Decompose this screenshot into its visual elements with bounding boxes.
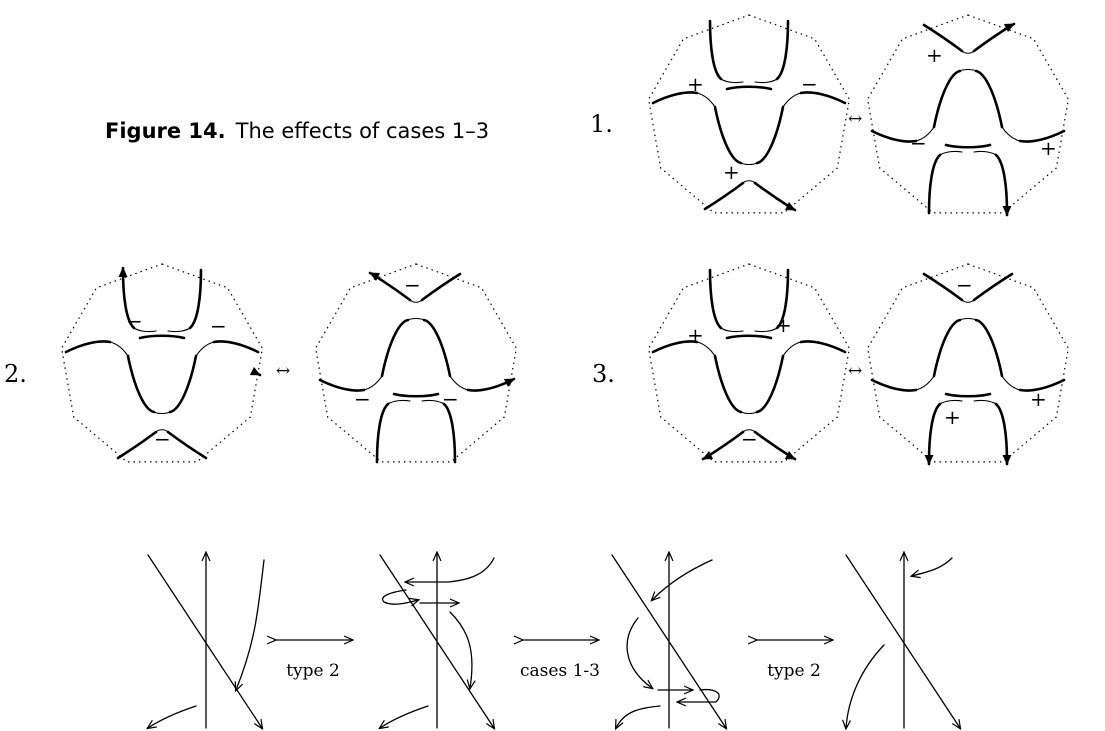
panel-2-left-diagram: − − −: [60, 263, 263, 463]
sign: +: [1030, 387, 1047, 411]
sign: +: [723, 160, 740, 184]
sign: −: [910, 131, 927, 155]
sign: +: [775, 313, 792, 337]
sign: −: [354, 387, 371, 411]
figure-description: The effects of cases 1–3: [235, 119, 489, 143]
panel-1: 1. + − + ↔ + − +: [590, 14, 1070, 217]
panel-1-right-diagram: + − +: [866, 14, 1070, 217]
bottom-diagram-1: [148, 553, 265, 728]
bottom-diagram-4: [846, 553, 960, 728]
sign: −: [442, 387, 459, 411]
bottom-diagram-2: [380, 553, 494, 728]
sign: −: [801, 72, 818, 96]
sign: −: [741, 427, 758, 451]
panel-3-left-diagram: + + −: [647, 263, 851, 463]
sign: +: [1040, 136, 1057, 160]
sign: −: [404, 273, 421, 297]
sign: −: [956, 273, 973, 297]
equivalence-symbol: ↔: [276, 361, 290, 381]
move-2: cases 1-3: [520, 640, 600, 681]
bottom-sequence: type 2 cases 1-3 type: [148, 553, 960, 728]
panel-1-left-diagram: + − +: [647, 14, 851, 214]
panel-2: 2. − − − ↔ − − −: [4, 263, 518, 464]
move-3: type 2: [756, 640, 832, 681]
panel-2-right-diagram: − − −: [315, 263, 518, 464]
sign: −: [126, 309, 143, 333]
panel-3: 3. + + − ↔ − + +: [592, 263, 1070, 466]
move-label: type 2: [767, 661, 821, 681]
sign: +: [687, 323, 704, 347]
sign: +: [926, 43, 943, 67]
sign: +: [687, 72, 704, 96]
panel-3-number: 3.: [592, 360, 615, 388]
figure-title: Figure 14.: [105, 119, 226, 143]
sign: +: [944, 405, 961, 429]
figure-caption: Figure 14. The effects of cases 1–3: [105, 119, 489, 143]
move-label: cases 1-3: [520, 661, 600, 681]
panel-1-number: 1.: [590, 110, 613, 138]
equivalence-symbol: ↔: [848, 361, 862, 381]
panel-2-number: 2.: [4, 360, 27, 388]
panel-3-right-diagram: − + +: [866, 263, 1070, 466]
sign: −: [154, 427, 171, 451]
move-label: type 2: [286, 661, 340, 681]
sign: −: [210, 314, 227, 338]
bottom-diagram-3: [611, 553, 726, 728]
equivalence-symbol: ↔: [848, 109, 862, 129]
move-1: type 2: [275, 640, 352, 681]
